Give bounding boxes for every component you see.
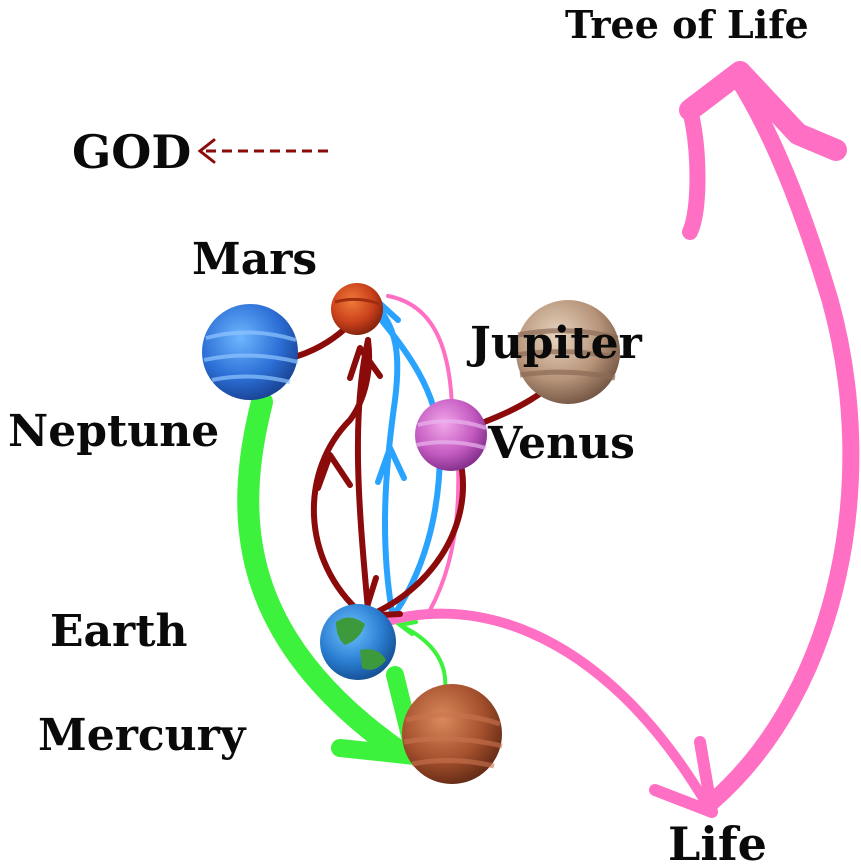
earth-planet-icon	[320, 604, 396, 680]
mars-label: Mars	[192, 234, 317, 285]
neptune-label: Neptune	[8, 406, 219, 457]
venus-planet-icon	[415, 399, 487, 471]
earth-label: Earth	[50, 606, 188, 657]
god-dashed-arrow	[200, 140, 330, 162]
mercury-planet-icon	[402, 684, 502, 784]
venus-label: Venus	[487, 418, 635, 469]
neptune-planet-icon	[202, 304, 298, 400]
mars-planet-icon	[331, 283, 383, 335]
tree-of-life-label: Tree of Life	[565, 2, 809, 47]
life-label: Life	[668, 817, 767, 868]
mercury-label: Mercury	[38, 710, 247, 761]
jupiter-label: Jupiter	[466, 318, 643, 369]
god-label: GOD	[72, 125, 191, 179]
mercury-to-earth-arrow	[400, 622, 445, 690]
tree-of-life-arc	[690, 72, 851, 802]
